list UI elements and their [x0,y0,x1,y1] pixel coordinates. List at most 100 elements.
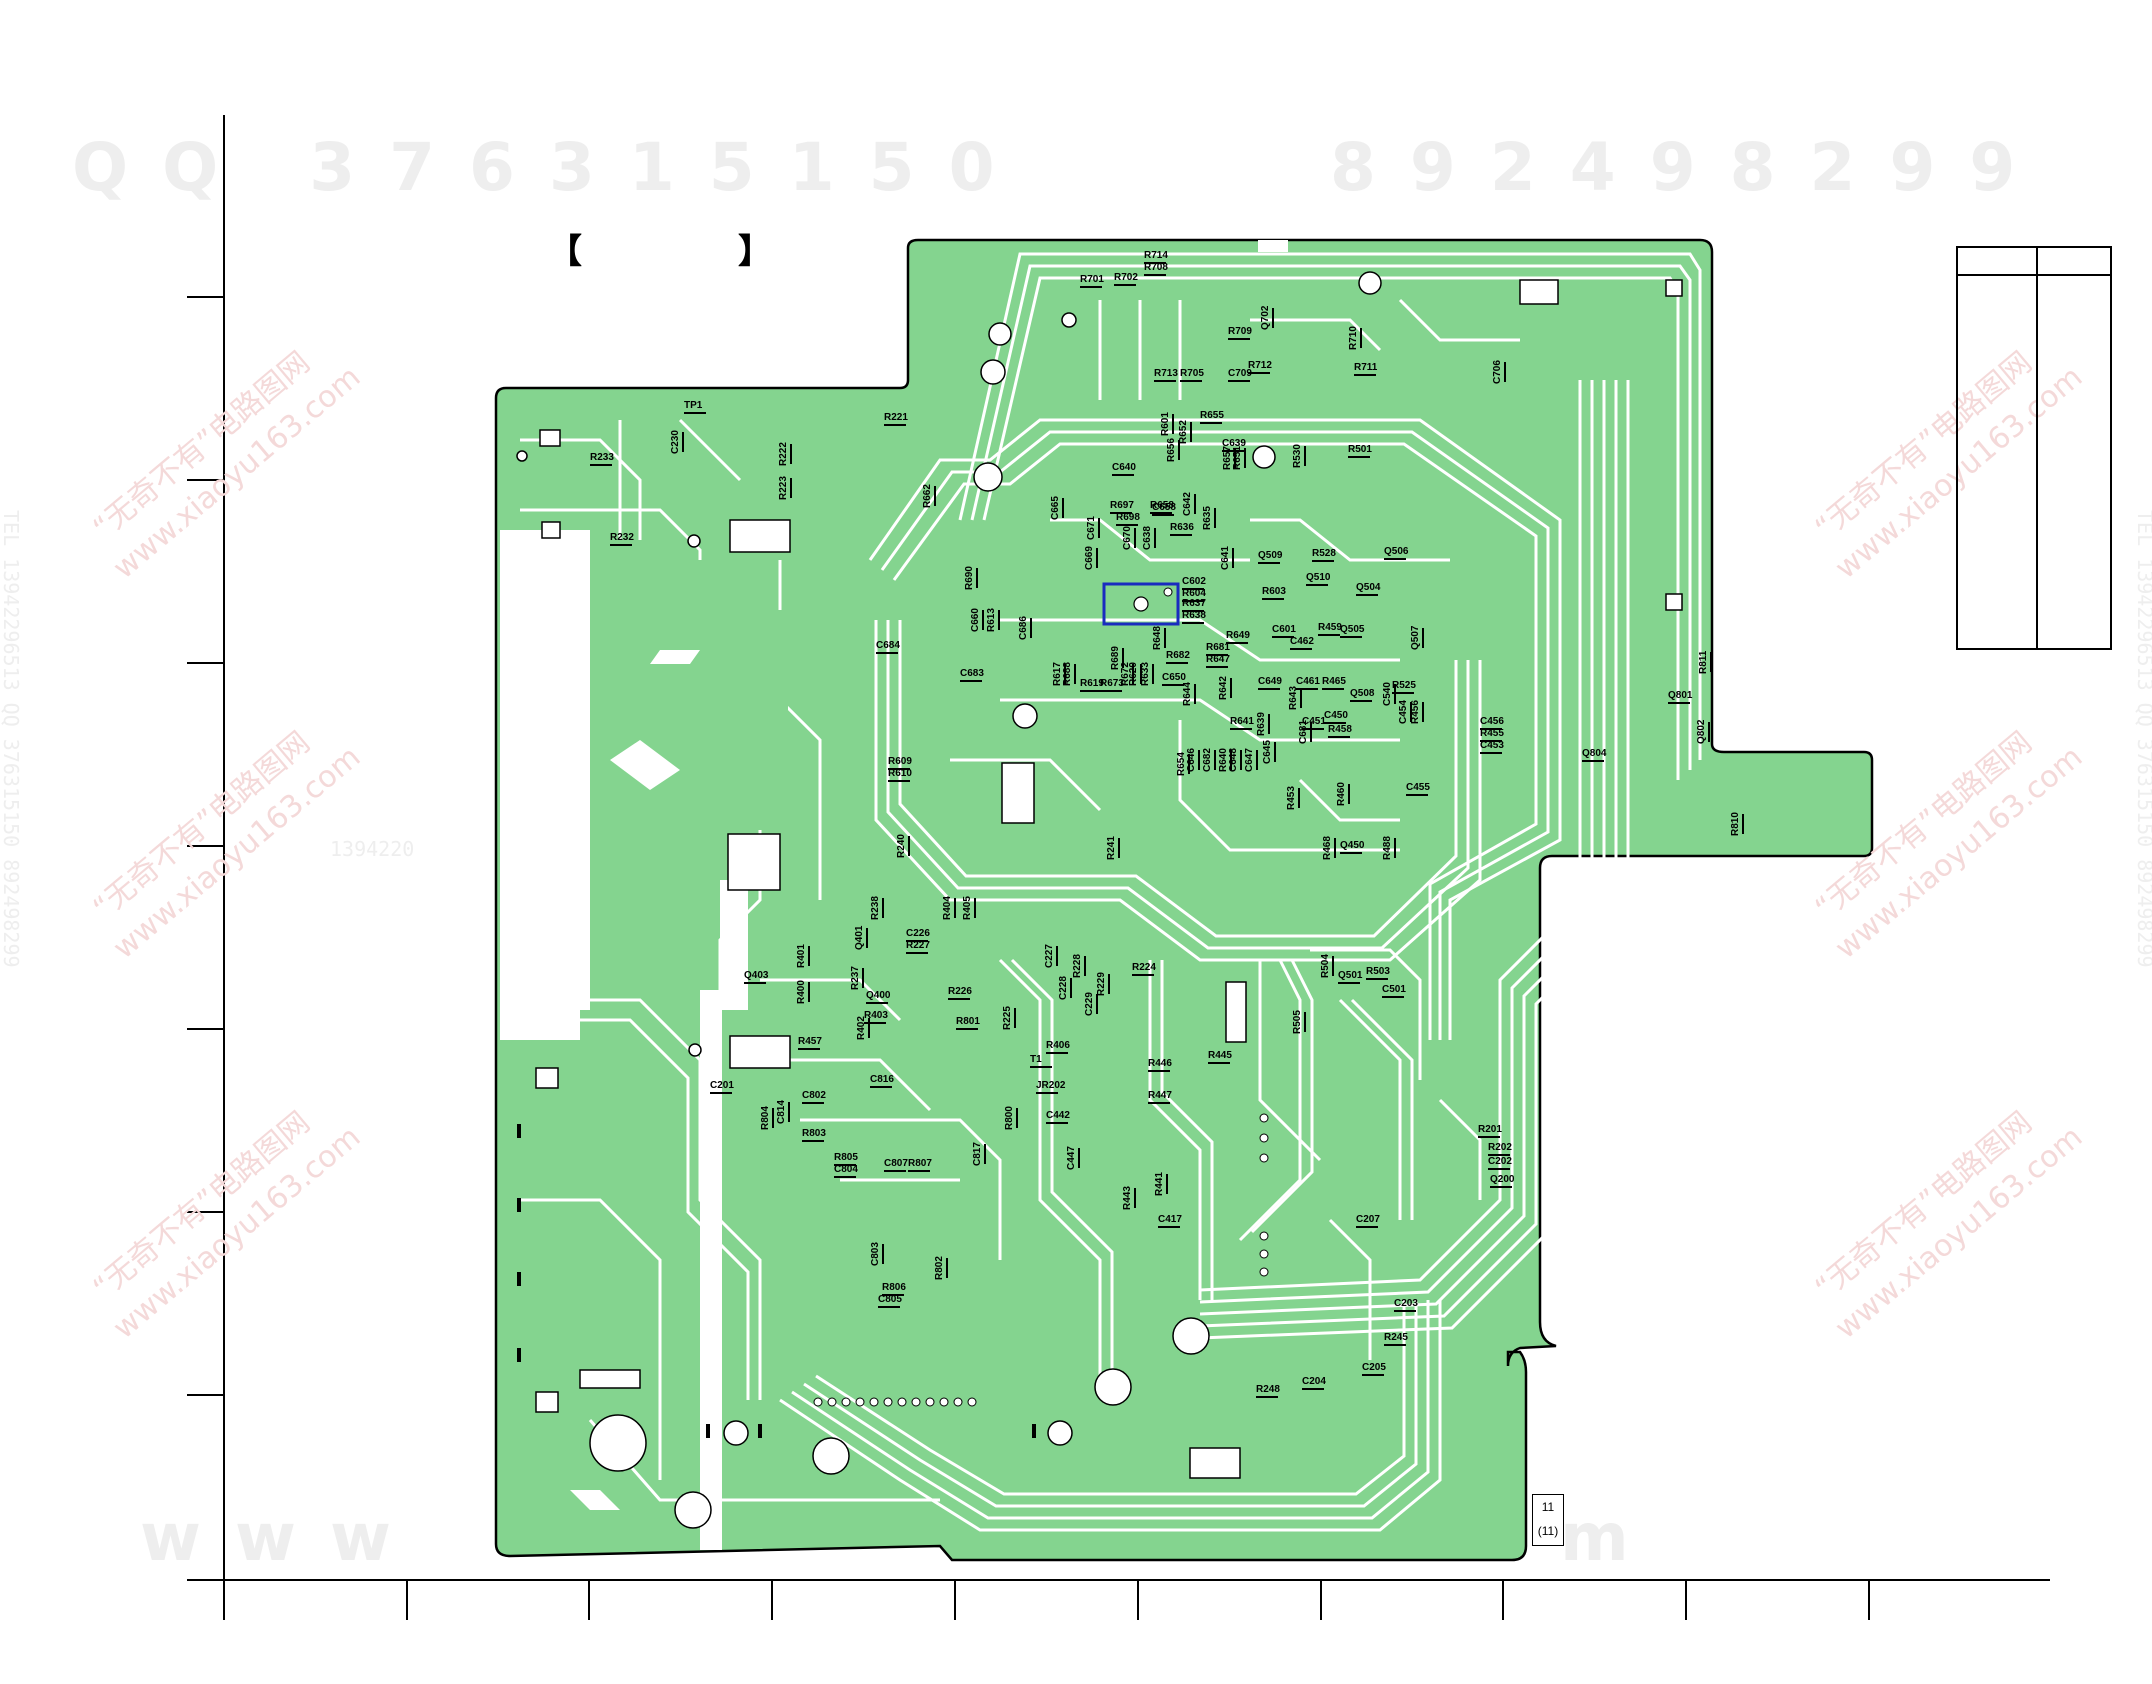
component-mark-r806 [882,1294,904,1296]
component-mark-tp1 [684,412,706,414]
component-mark-c681 [1310,722,1312,742]
component-mark-r651 [1244,448,1246,468]
component-mark-c805 [878,1306,900,1308]
component-mark-r810 [1742,814,1744,834]
component-label-r201: R201 [1478,1124,1502,1135]
component-mark-q401 [866,928,868,948]
component-label-r658: R658 [1150,500,1174,511]
component-mark-r705 [1180,380,1202,382]
component-label-r673: R673 [1100,678,1124,689]
component-label-jr202: JR202 [1036,1080,1066,1091]
component-label-q509: Q509 [1258,550,1283,561]
component-mark-c645 [1274,742,1276,762]
component-label-r705: R705 [1180,368,1204,379]
component-label-r465: R465 [1322,676,1346,687]
component-mark-r802 [946,1258,948,1278]
component-label-r642: R642 [1218,676,1229,700]
component-mark-q507 [1422,628,1424,648]
component-label-c229: C229 [1084,992,1095,1016]
component-mark-r610 [888,780,910,782]
component-mark-r710 [1360,328,1362,348]
component-mark-q403 [744,982,766,984]
component-label-c601: C601 [1272,624,1296,635]
pad-bars [517,1124,1036,1438]
component-mark-r702 [1114,284,1136,286]
component-label-tp1: TP1 [684,400,703,411]
component-label-c650: C650 [1162,672,1186,683]
component-label-t1: T1 [1030,1054,1042,1065]
component-mark-r458 [1328,736,1350,738]
component-mark-r465 [1322,688,1344,690]
component-mark-r504 [1332,956,1334,976]
component-mark-r654 [1188,754,1190,774]
component-label-q400: Q400 [866,990,891,1001]
component-mark-c804 [834,1176,856,1178]
component-mark-r657 [1234,448,1236,468]
component-label-r709: R709 [1228,326,1252,337]
component-label-r404: R404 [942,896,953,920]
component-mark-r656 [1178,440,1180,460]
component-mark-r228 [1084,956,1086,976]
component-mark-c683 [960,680,982,682]
component-mark-c205 [1362,1374,1384,1376]
component-mark-c660 [982,610,984,630]
component-mark-r647 [1206,666,1228,668]
watermark-mid-digits: 1394220 [330,837,414,861]
component-label-r237: R237 [850,966,861,990]
component-mark-r238 [882,898,884,918]
component-label-r609: R609 [888,756,912,767]
component-mark-c816 [870,1086,892,1088]
component-mark-q200 [1490,1186,1512,1188]
component-mark-c454 [1410,702,1412,722]
component-mark-r403 [864,1022,886,1024]
component-label-q508: Q508 [1350,688,1375,699]
component-mark-r701 [1080,286,1102,288]
component-label-q804: Q804 [1582,748,1607,759]
component-label-c205: C205 [1362,1362,1386,1373]
component-mark-c817 [984,1144,986,1164]
title-bracket-left: 【 [548,232,582,272]
component-label-r690: R690 [964,566,975,590]
component-mark-r229 [1108,974,1110,994]
component-label-r505: R505 [1292,1010,1303,1034]
component-label-c226: C226 [906,928,930,939]
component-label-r698: R698 [1116,512,1140,523]
component-label-c417: C417 [1158,1214,1182,1225]
component-mark-r455 [1480,740,1502,742]
component-mark-r636 [1170,534,1192,536]
component-label-q505: Q505 [1340,624,1365,635]
component-mark-r804 [772,1108,774,1128]
component-mark-t1 [1030,1066,1052,1068]
component-label-r662: R662 [922,484,933,508]
component-mark-c461 [1296,688,1318,690]
component-mark-c671 [1098,518,1100,538]
component-label-c805: C805 [878,1294,902,1305]
component-mark-r505 [1304,1012,1306,1032]
component-label-c669: C669 [1084,546,1095,570]
component-label-r238: R238 [870,896,881,920]
component-mark-c642 [1194,494,1196,514]
component-mark-r225 [1014,1008,1016,1028]
component-mark-r453 [1298,788,1300,808]
component-mark-c227 [1056,946,1058,966]
component-mark-r637 [1182,610,1204,612]
component-mark-c803 [882,1244,884,1264]
component-mark-r443 [1134,1188,1136,1208]
component-label-r651: R651 [1232,446,1243,470]
component-label-c646: C646 [1186,748,1197,772]
component-mark-c641 [1232,548,1234,568]
component-mark-c640 [1112,474,1134,476]
component-mark-q504 [1356,594,1378,596]
component-mark-c649 [1258,688,1280,690]
component-label-r647: R647 [1206,654,1230,665]
component-mark-r649 [1226,642,1248,644]
component-mark-r245 [1384,1344,1406,1346]
component-label-q200: Q200 [1490,1174,1515,1185]
component-mark-r227 [906,952,928,954]
component-mark-r525 [1392,692,1414,694]
component-label-r810: R810 [1730,812,1741,836]
component-label-r401: R401 [796,944,807,968]
component-mark-c202 [1488,1168,1510,1170]
component-mark-q702 [1272,308,1274,328]
